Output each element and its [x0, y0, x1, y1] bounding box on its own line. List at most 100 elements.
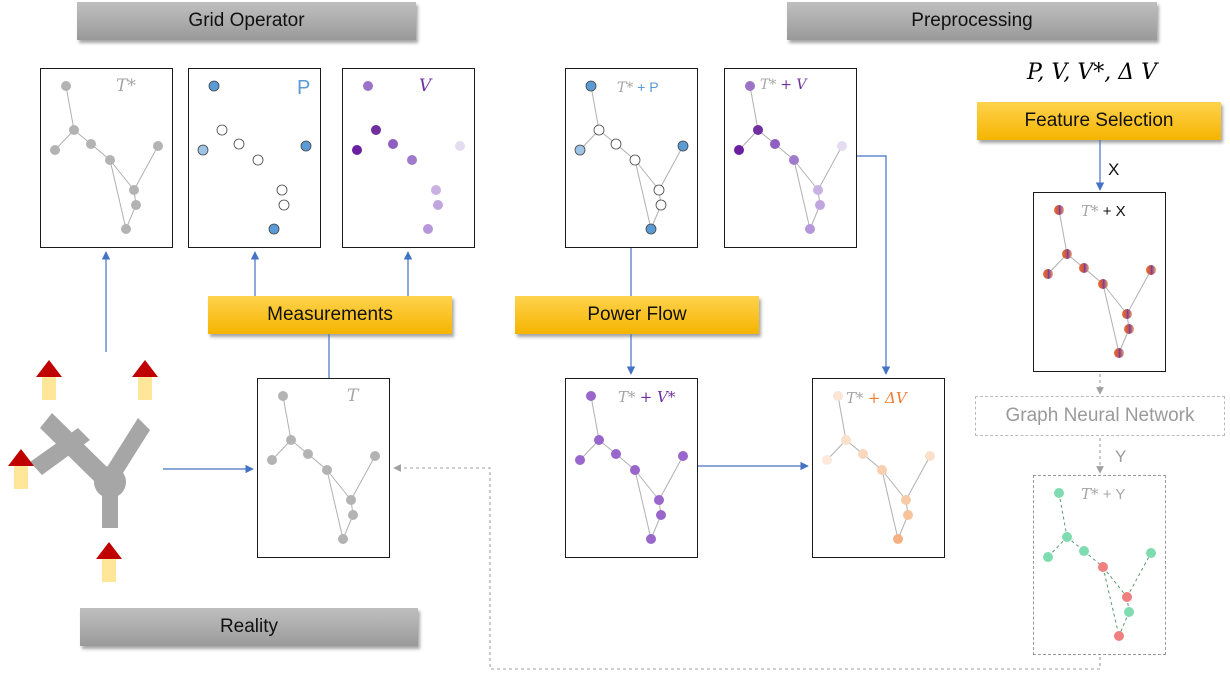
- graph-node: [423, 224, 433, 234]
- label-tstar-v-t: T*: [760, 77, 777, 93]
- gnn-box: Graph Neural Network: [975, 396, 1225, 436]
- power-flow-banner: Power Flow: [515, 296, 759, 334]
- label-tstar-v-plus: + V: [780, 77, 807, 93]
- label-tstar: T*: [116, 76, 136, 96]
- graph-node: [770, 139, 780, 149]
- graph-node: [677, 140, 689, 152]
- graph-edge: [133, 145, 159, 191]
- graph-node: [129, 185, 139, 195]
- graph-node: [50, 145, 60, 155]
- graph-tstar-dv: [822, 391, 935, 544]
- graph-node: [645, 223, 657, 235]
- graph-node: [371, 125, 381, 135]
- graph-edge: [905, 455, 931, 501]
- graph-node: [348, 510, 358, 520]
- graph-edge: [1047, 536, 1068, 558]
- label-x-arrow: X: [1108, 160, 1120, 179]
- graph-node: [286, 435, 296, 445]
- panel-graphs: [50, 80, 1156, 641]
- graph-node: [338, 534, 348, 544]
- label-tstar-vstar-t: T*: [618, 388, 636, 406]
- graph-edge: [634, 159, 660, 191]
- graph-node: [837, 141, 847, 151]
- graph-node: [346, 495, 356, 505]
- graph-node: [407, 155, 417, 165]
- label-tstar-y: T* + Y: [1081, 485, 1125, 503]
- graph-edge: [881, 469, 899, 540]
- graph-node: [131, 200, 141, 210]
- graph-node: [585, 80, 597, 92]
- graph-edge: [1126, 269, 1152, 315]
- panel-v: [342, 68, 475, 248]
- graph-node: [303, 449, 313, 459]
- graph-node: [893, 534, 903, 544]
- graph-edge: [634, 469, 652, 540]
- graph-node: [1054, 205, 1064, 215]
- graph-node: [1079, 263, 1089, 273]
- graph-node: [822, 455, 832, 465]
- graph-tstar-v: [734, 81, 847, 234]
- graph-node: [734, 145, 744, 155]
- graph-edge: [837, 395, 847, 441]
- label-p: P: [297, 77, 311, 99]
- graph-edge: [881, 469, 907, 501]
- graph-node: [252, 154, 264, 166]
- graph-node: [61, 81, 71, 91]
- dashed-arrows: [393, 374, 1104, 670]
- graph-node: [903, 510, 913, 520]
- label-y-arrow: Y: [1115, 447, 1127, 466]
- graph-tstar-x: [1043, 205, 1156, 358]
- preprocessing-banner: Preprocessing: [787, 2, 1157, 40]
- graph-node: [1062, 249, 1072, 259]
- graph-node: [153, 141, 163, 151]
- graph-node: [433, 200, 443, 210]
- graph-node: [925, 451, 935, 461]
- graph-v: [352, 81, 465, 234]
- graph-node: [1114, 631, 1124, 641]
- graph-node: [1043, 552, 1053, 562]
- graph-edge: [1126, 552, 1152, 598]
- graph-node: [208, 80, 220, 92]
- graph-node: [655, 199, 667, 211]
- graph-edge: [1102, 283, 1120, 354]
- graph-node: [197, 144, 209, 156]
- graph-node: [69, 125, 79, 135]
- graph-node: [216, 124, 228, 136]
- graph-node: [629, 154, 641, 166]
- graph-node: [1098, 562, 1108, 572]
- graph-node: [1062, 532, 1072, 542]
- graph-node: [1124, 607, 1134, 617]
- graph-edge: [590, 85, 600, 131]
- graph-node: [630, 465, 640, 475]
- graph-node: [646, 534, 656, 544]
- graph-tstar-y: [1043, 488, 1156, 641]
- graph-node: [815, 200, 825, 210]
- graph-node: [653, 184, 665, 196]
- graph-edge: [658, 455, 684, 501]
- graph-node: [1054, 488, 1064, 498]
- graph-edge: [350, 455, 376, 501]
- graph-node: [574, 144, 586, 156]
- label-v: V: [419, 76, 432, 96]
- graph-edge: [1058, 492, 1068, 538]
- graph-t: [267, 391, 380, 544]
- graph-edge: [817, 145, 843, 191]
- feature-selection-banner: Feature Selection: [977, 102, 1221, 140]
- graph-node: [805, 224, 815, 234]
- graph-node: [370, 451, 380, 461]
- graph-node: [656, 510, 666, 520]
- graph-edge: [1058, 209, 1068, 255]
- label-tstar-x-plus: + X: [1102, 203, 1126, 220]
- graph-node: [276, 184, 288, 196]
- label-t: T: [347, 386, 359, 406]
- reality-grid-icon: [30, 413, 150, 528]
- label-tstar-p-t: T*: [617, 80, 634, 96]
- graph-edge: [1102, 283, 1128, 315]
- graph-node: [841, 435, 851, 445]
- graph-node: [1122, 592, 1132, 602]
- label-tstar-v: T* + V: [760, 76, 807, 93]
- graph-edge: [658, 145, 684, 191]
- graph-node: [654, 495, 664, 505]
- graph-node: [121, 224, 131, 234]
- house-arrow-icons: [8, 360, 158, 582]
